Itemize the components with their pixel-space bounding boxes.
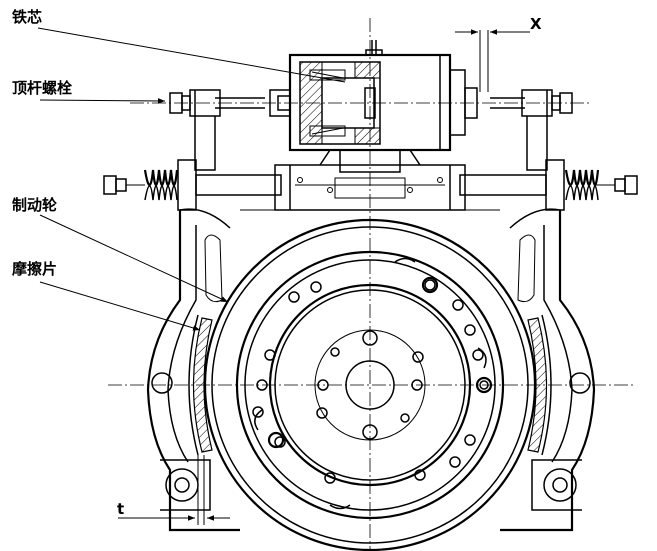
springs [103, 159, 638, 211]
dimension-x [455, 29, 530, 92]
label-push-bolt: 顶杆螺栓 [12, 79, 72, 97]
dim-label-t: t [117, 500, 124, 518]
brake-wheel [203, 218, 537, 551]
label-iron-core: 铁芯 [12, 8, 42, 26]
ring-bolt-holes [252, 276, 493, 484]
dim-label-x: X [530, 15, 542, 33]
label-friction-pad: 摩擦片 [12, 260, 57, 278]
hub-holes [316, 330, 424, 440]
push-bolts [169, 89, 573, 171]
label-brake-wheel: 制动轮 [12, 196, 57, 214]
leader-lines [37, 27, 346, 331]
brake-frame [146, 208, 596, 532]
electromagnet [269, 40, 478, 173]
dimension-t [118, 455, 230, 525]
ring-notches [254, 257, 487, 510]
tie-rod-assembly [195, 149, 547, 211]
